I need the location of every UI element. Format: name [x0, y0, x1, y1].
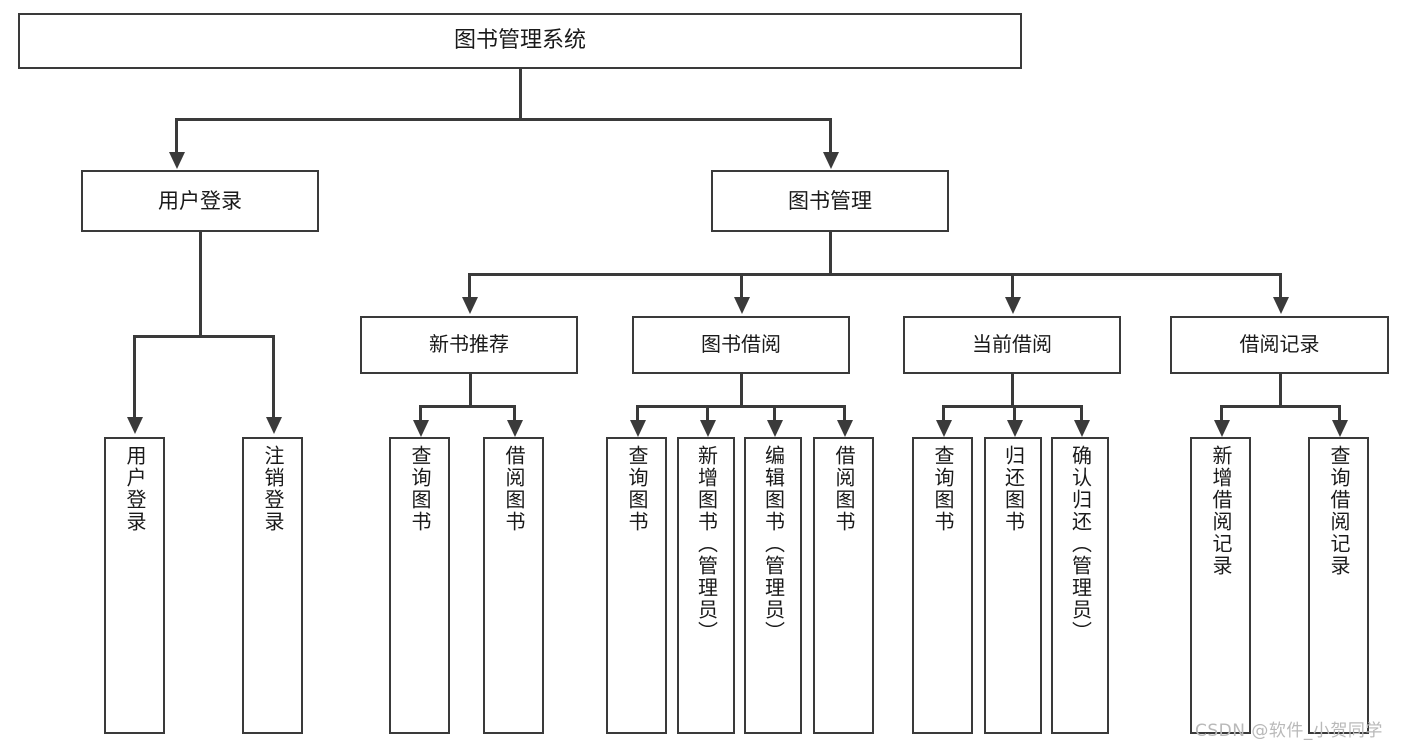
connector-line-vertical: [843, 405, 846, 420]
leaf-node-11-label: 新增借阅记录: [1209, 445, 1233, 577]
connector-line-vertical: [519, 69, 522, 119]
connector-line-vertical: [272, 335, 275, 417]
connector-line-vertical: [740, 374, 743, 406]
level1-node-0[interactable]: 用户登录: [81, 170, 319, 232]
connector-line-vertical: [1011, 374, 1014, 406]
level1-node-0-label: 用户登录: [158, 188, 242, 213]
level1-node-1-label: 图书管理: [788, 188, 872, 213]
connector-line-vertical: [1338, 405, 1341, 420]
leaf-node-9-label: 归还图书: [1001, 445, 1026, 533]
arrowhead-icon: [629, 420, 646, 437]
leaf-node-9[interactable]: 归还图书: [984, 437, 1042, 734]
connector-line-vertical: [513, 405, 516, 420]
arrowhead-icon: [1073, 420, 1090, 437]
connector-line-vertical: [1220, 405, 1223, 420]
level2-node-1[interactable]: 图书借阅: [632, 316, 850, 374]
leaf-node-4-label: 查询图书: [625, 445, 649, 533]
leaf-node-1[interactable]: 注销登录: [242, 437, 303, 734]
connector-line-vertical: [1011, 273, 1014, 297]
connector-line-horizontal: [419, 405, 514, 408]
arrowhead-icon: [1331, 420, 1348, 437]
leaf-node-12[interactable]: 查询借阅记录: [1308, 437, 1369, 734]
connector-line-vertical: [829, 232, 832, 274]
leaf-node-4[interactable]: 查询图书: [606, 437, 667, 734]
arrowhead-icon: [1006, 420, 1023, 437]
connector-line-vertical: [1013, 405, 1016, 420]
connector-line-vertical: [829, 118, 832, 152]
connector-line-vertical: [773, 405, 776, 420]
arrowhead-icon: [126, 417, 143, 434]
connector-line-horizontal: [942, 405, 1080, 408]
leaf-node-6-label: 编辑图书（管理员）: [761, 445, 786, 643]
root-node-book-management-system[interactable]: 图书管理系统: [18, 13, 1022, 69]
connector-line-vertical: [199, 232, 202, 336]
leaf-node-8[interactable]: 查询图书: [912, 437, 973, 734]
connector-line-vertical: [1279, 273, 1282, 297]
leaf-node-1-label: 注销登录: [261, 445, 285, 533]
leaf-node-5-label: 新增图书（管理员）: [694, 445, 719, 643]
leaf-node-12-label: 查询借阅记录: [1327, 445, 1351, 577]
arrowhead-icon: [836, 420, 853, 437]
connector-line-horizontal: [1220, 405, 1338, 408]
leaf-node-10-label: 确认归还（管理员）: [1068, 445, 1093, 643]
leaf-node-2-label: 查询图书: [408, 445, 432, 533]
leaf-node-11[interactable]: 新增借阅记录: [1190, 437, 1251, 734]
leaf-node-6[interactable]: 编辑图书（管理员）: [744, 437, 802, 734]
arrowhead-icon: [461, 297, 478, 314]
arrowhead-icon: [733, 297, 750, 314]
level2-node-2-label: 当前借阅: [972, 332, 1052, 357]
leaf-node-7[interactable]: 借阅图书: [813, 437, 874, 734]
leaf-node-0[interactable]: 用户登录: [104, 437, 165, 734]
connector-line-vertical: [740, 273, 743, 297]
arrowhead-icon: [1272, 297, 1289, 314]
connector-line-horizontal: [636, 405, 843, 408]
connector-line-vertical: [706, 405, 709, 420]
level2-node-0-label: 新书推荐: [429, 332, 509, 357]
connector-line-vertical: [469, 374, 472, 406]
level2-node-1-label: 图书借阅: [701, 332, 781, 357]
leaf-node-8-label: 查询图书: [931, 445, 955, 533]
leaf-node-2[interactable]: 查询图书: [389, 437, 450, 734]
connector-line-vertical: [636, 405, 639, 420]
connector-line-horizontal: [133, 335, 272, 338]
connector-line-vertical: [1279, 374, 1282, 406]
connector-line-vertical: [133, 335, 136, 417]
leaf-node-3-label: 借阅图书: [502, 445, 526, 533]
connector-line-vertical: [468, 273, 471, 297]
root-node-book-management-system-label: 图书管理系统: [453, 28, 586, 54]
level1-node-1[interactable]: 图书管理: [711, 170, 949, 232]
leaf-node-10[interactable]: 确认归还（管理员）: [1051, 437, 1109, 734]
arrowhead-icon: [506, 420, 523, 437]
arrowhead-icon: [766, 420, 783, 437]
level2-node-3-label: 借阅记录: [1239, 332, 1320, 357]
leaf-node-3[interactable]: 借阅图书: [483, 437, 544, 734]
arrowhead-icon: [412, 420, 429, 437]
leaf-node-0-label: 用户登录: [123, 445, 147, 533]
arrowhead-icon: [1004, 297, 1021, 314]
connector-line-vertical: [1080, 405, 1083, 420]
leaf-node-7-label: 借阅图书: [832, 445, 856, 533]
level2-node-0[interactable]: 新书推荐: [360, 316, 578, 374]
connector-line-vertical: [419, 405, 422, 420]
connector-line-horizontal: [175, 118, 831, 121]
arrowhead-icon: [265, 417, 282, 434]
connector-line-horizontal: [468, 273, 1280, 276]
arrowhead-icon: [168, 152, 185, 169]
connector-line-vertical: [175, 118, 178, 152]
leaf-node-5[interactable]: 新增图书（管理员）: [677, 437, 735, 734]
level2-node-2[interactable]: 当前借阅: [903, 316, 1121, 374]
arrowhead-icon: [1213, 420, 1230, 437]
arrowhead-icon: [935, 420, 952, 437]
arrowhead-icon: [699, 420, 716, 437]
arrowhead-icon: [822, 152, 839, 169]
level2-node-3[interactable]: 借阅记录: [1170, 316, 1389, 374]
connector-line-vertical: [942, 405, 945, 420]
